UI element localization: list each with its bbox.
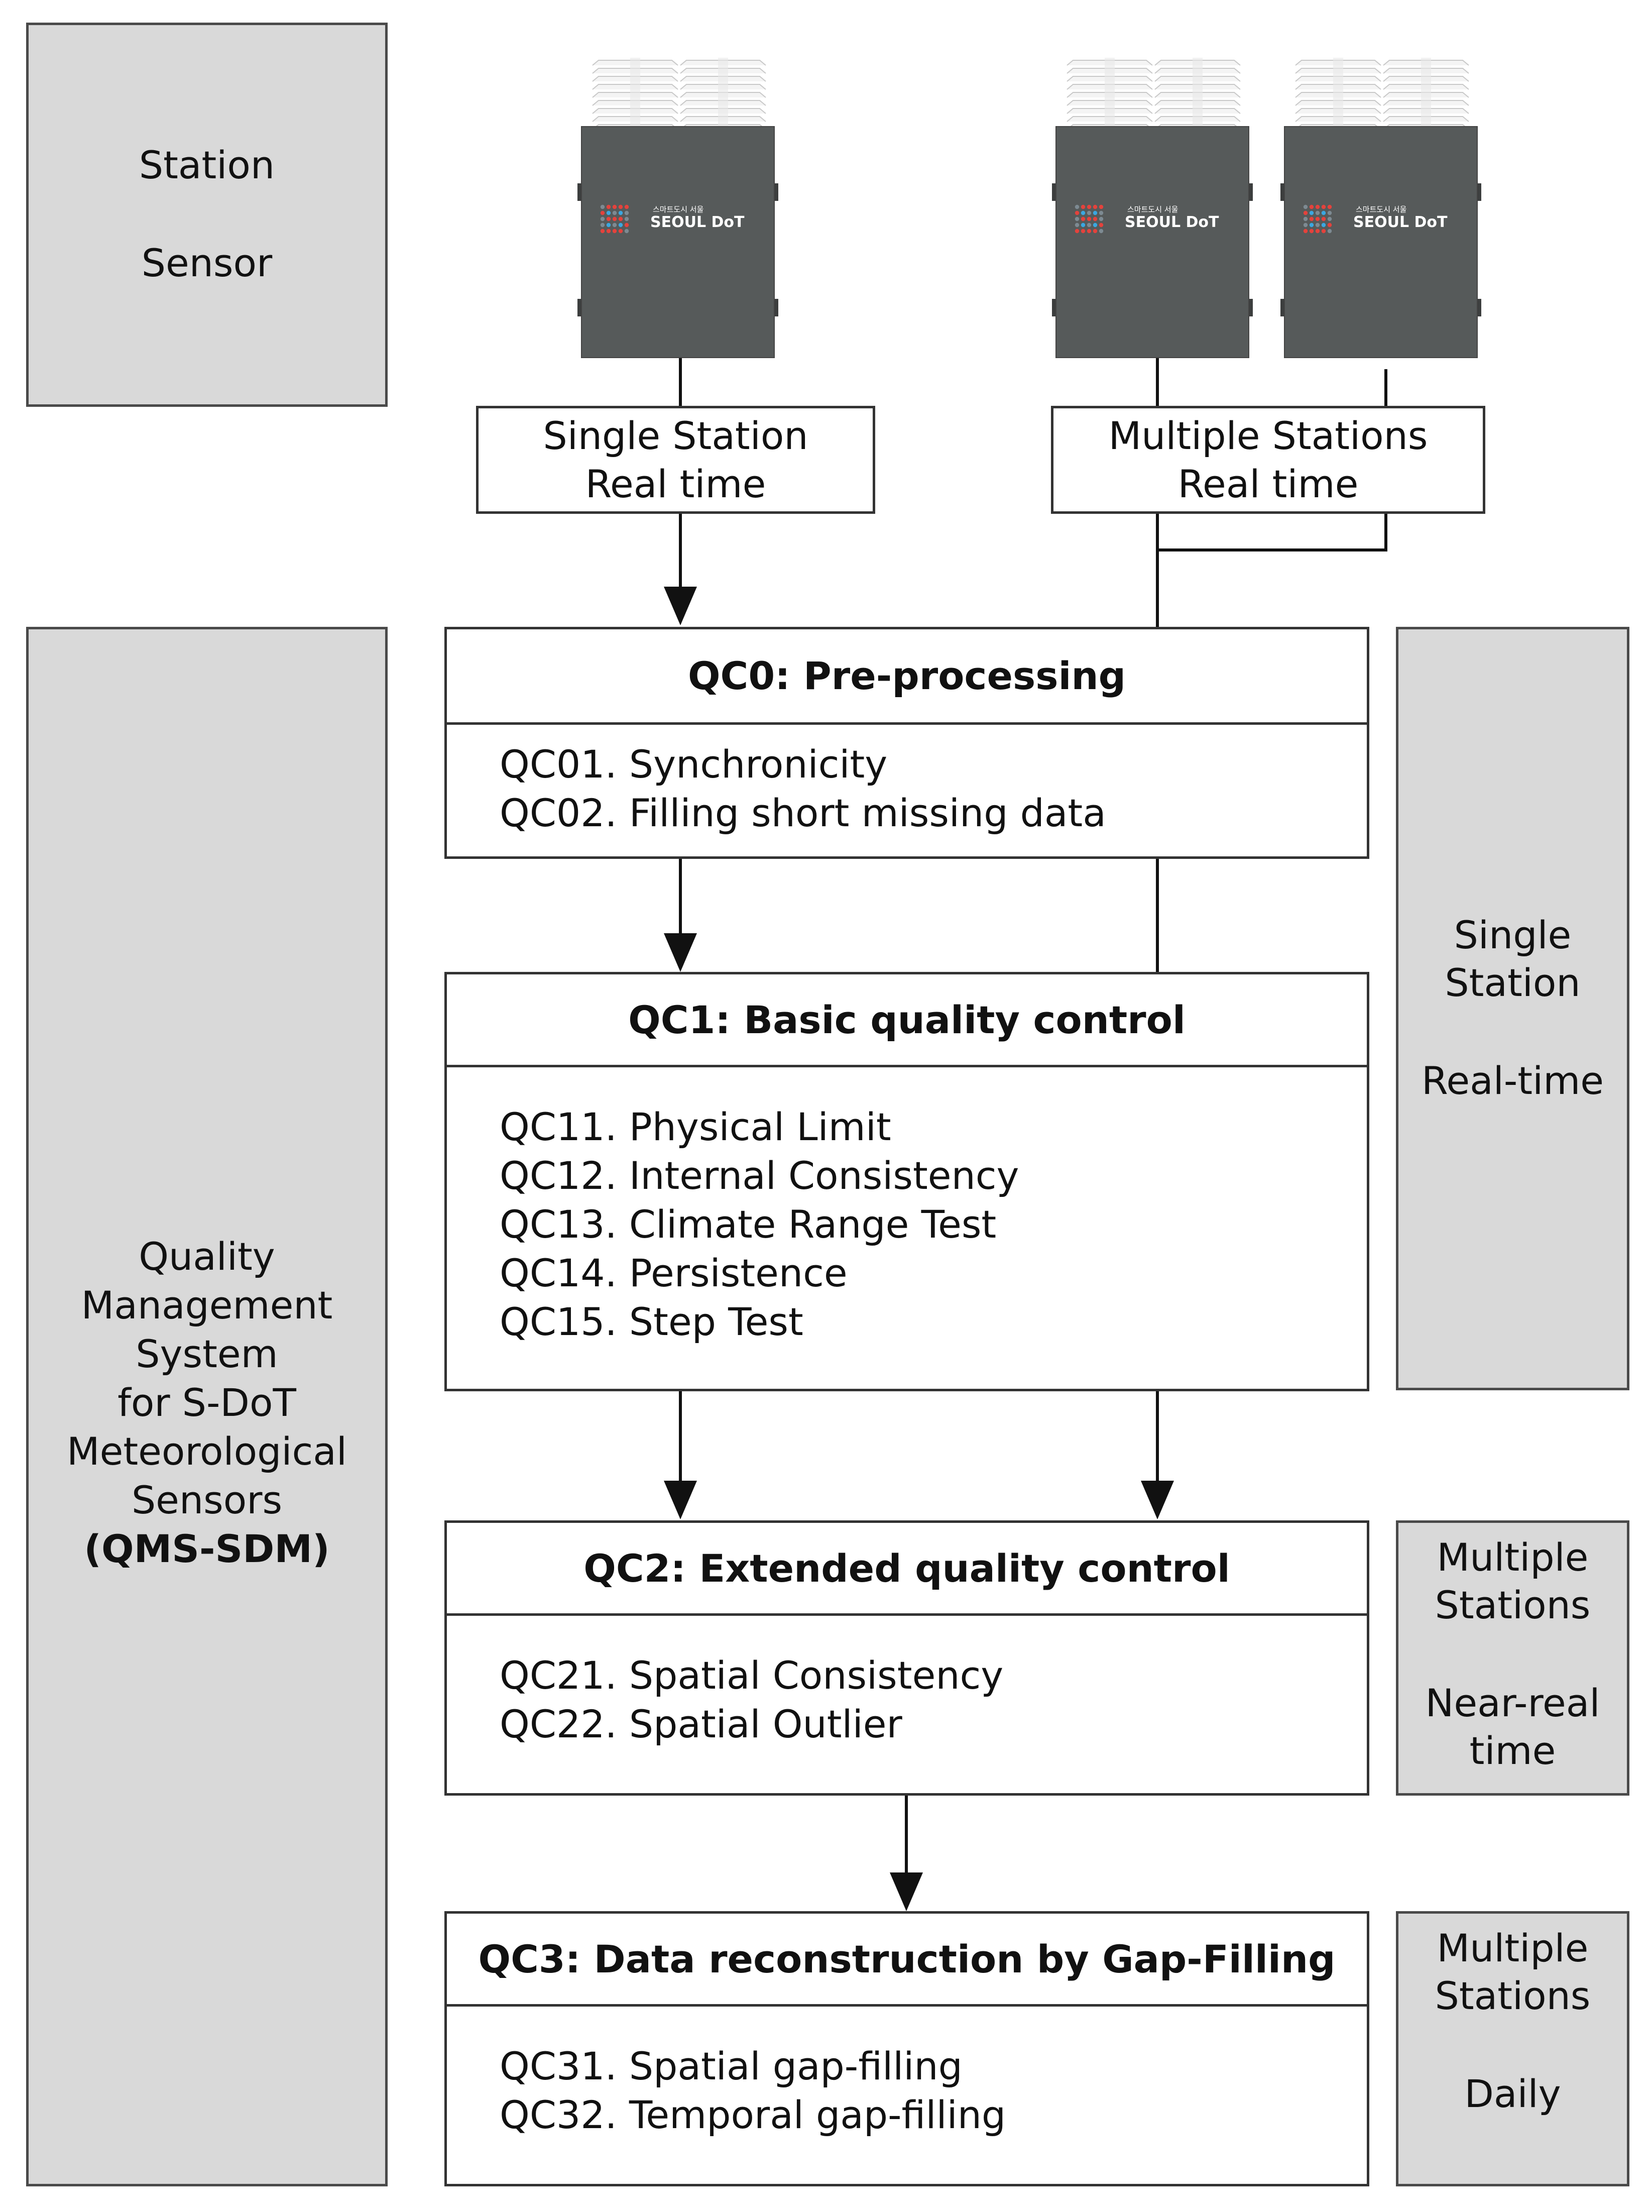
logo-brand-text: SEOUL DoT [1353, 213, 1448, 231]
arrow-head [664, 1481, 697, 1519]
qc3-title: QC3: Data reconstruction by Gap-Filling [447, 1914, 1367, 2007]
qc1-item-2: QC12. Internal Consistency [500, 1153, 1019, 1198]
arrow-head [1141, 1481, 1174, 1519]
station-sensor-panel: Station Sensor [26, 23, 388, 407]
qc2-item-2: QC22. Spatial Outlier [500, 1702, 902, 1746]
qms-line-5: Meteorological [67, 1429, 347, 1474]
sensor-enclosure [581, 126, 775, 358]
radiation-shield-icon [1067, 58, 1153, 131]
multiple-stations-nearreal-panel: Multiple Stations Near-real time [1396, 1520, 1629, 1796]
right1-line-3: Real-time [1422, 1058, 1604, 1103]
right1-line-1: Single [1454, 913, 1572, 957]
right2-line-1: Multiple [1437, 1535, 1589, 1580]
qms-line-1: Quality [139, 1234, 275, 1279]
right2-line-4: time [1469, 1728, 1556, 1773]
radiation-shield-icon [680, 58, 766, 131]
multiple-stations-text: Multiple Stations [1108, 413, 1428, 458]
qc1-item-5: QC15. Step Test [500, 1299, 803, 1344]
arrow-head [664, 587, 697, 625]
qc0-title: QC0: Pre-processing [447, 629, 1367, 725]
qms-line-2: Management [81, 1283, 333, 1328]
logo-brand-text: SEOUL DoT [1125, 213, 1219, 231]
single-realtime-text: Real time [585, 461, 766, 506]
right3-line-2: Stations [1435, 1973, 1591, 2018]
qc1-box: QC1: Basic quality control QC11. Physica… [444, 972, 1369, 1391]
qc2-title: QC2: Extended quality control [447, 1523, 1367, 1616]
qc1-title: QC1: Basic quality control [447, 974, 1367, 1067]
multiple-stations-daily-panel: Multiple Stations Daily [1396, 1911, 1629, 2186]
sensor-enclosure [1055, 126, 1249, 358]
qms-acronym: (QMS-SDM) [84, 1526, 330, 1571]
seoul-dot-logo-icon [1303, 204, 1332, 234]
right1-line-2: Station [1445, 960, 1581, 1005]
radiation-shield-icon [1295, 58, 1381, 131]
single-station-realtime-box: Single Station Real time [476, 406, 875, 514]
sensor-label: Sensor [141, 241, 273, 285]
qc0-item-2: QC02. Filling short missing data [500, 791, 1106, 835]
arrow-head [664, 933, 697, 972]
single-station-text: Single Station [543, 413, 808, 458]
sensor-enclosure [1284, 126, 1478, 358]
seoul-dot-logo-icon [1075, 204, 1104, 234]
arrowheads [664, 587, 1174, 1911]
right3-line-1: Multiple [1437, 1926, 1589, 1970]
qms-line-6: Sensors [131, 1478, 283, 1522]
qc1-item-3: QC13. Climate Range Test [500, 1202, 997, 1247]
radiation-shield-icon [1154, 58, 1241, 131]
right2-line-2: Stations [1435, 1583, 1591, 1627]
radiation-shield-icon [592, 58, 678, 131]
qc1-item-1: QC11. Physical Limit [500, 1104, 891, 1149]
arrow-head [890, 1872, 923, 1911]
single-station-realtime-panel: Single Station Real-time [1396, 627, 1629, 1390]
qms-sdm-panel: Quality Management System for S-DoT Mete… [26, 627, 388, 2186]
qc2-item-1: QC21. Spatial Consistency [500, 1653, 1004, 1698]
seoul-dot-logo-icon [600, 204, 629, 234]
qc3-item-2: QC32. Temporal gap-filling [500, 2092, 1006, 2137]
qc3-item-1: QC31. Spatial gap-filling [500, 2044, 963, 2088]
qc3-box: QC3: Data reconstruction by Gap-Filling … [444, 1911, 1369, 2186]
qc1-item-4: QC14. Persistence [500, 1251, 848, 1295]
right3-line-3: Daily [1464, 2071, 1561, 2116]
logo-brand-text: SEOUL DoT [650, 213, 745, 231]
station-label: Station [139, 143, 275, 187]
qms-line-3: System [136, 1332, 278, 1376]
logo-small-text: 스마트도시 서울 [1127, 205, 1178, 214]
qc2-box: QC2: Extended quality control QC21. Spat… [444, 1520, 1369, 1796]
radiation-shield-icon [1383, 58, 1469, 131]
multiple-stations-realtime-box: Multiple Stations Real time [1051, 406, 1485, 514]
qc0-box: QC0: Pre-processing QC01. Synchronicity … [444, 627, 1369, 859]
multiple-realtime-text: Real time [1177, 461, 1359, 506]
right2-line-3: Near-real [1425, 1681, 1600, 1725]
qc0-item-1: QC01. Synchronicity [500, 742, 888, 787]
logo-small-text: 스마트도시 서울 [1356, 205, 1406, 214]
logo-small-text: 스마트도시 서울 [653, 205, 703, 214]
qms-line-4: for S-DoT [117, 1380, 296, 1425]
